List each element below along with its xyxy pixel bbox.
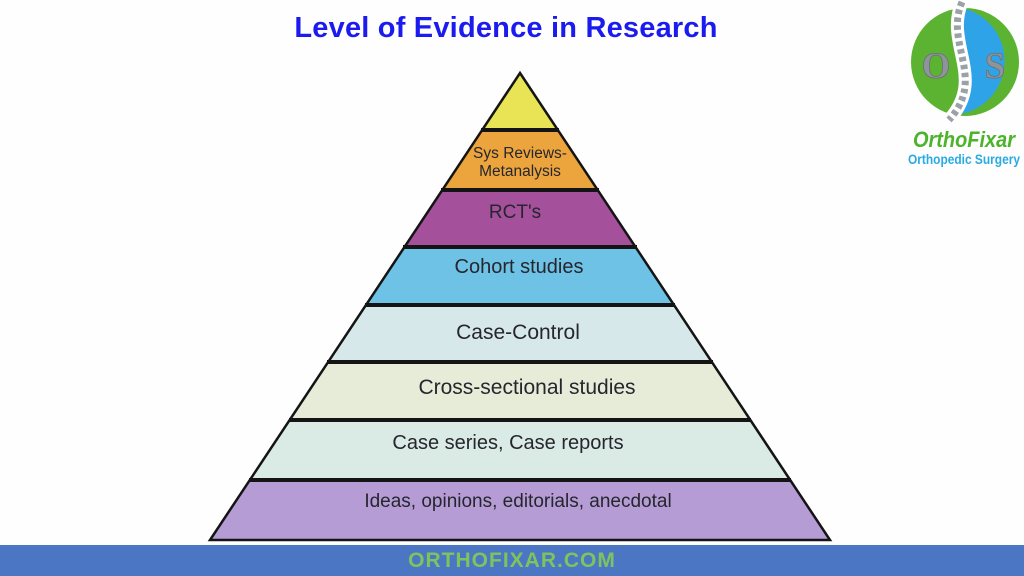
tier-7-label: Case series, Case reports — [392, 432, 623, 454]
logo-subtitle-text: Orthopedic Surgery — [908, 151, 1020, 167]
page-title: Level of Evidence in Research — [294, 12, 718, 44]
tier-3-label: RCT's — [489, 202, 541, 223]
logo-brand-text: OrthoFixar — [913, 127, 1016, 152]
tier-6-label: Cross-sectional studies — [418, 376, 635, 399]
tier-2-sys-reviews-shape — [442, 130, 598, 190]
tier-3-rcts-shape — [404, 190, 636, 247]
tier-5-label: Case-Control — [456, 321, 580, 344]
tier-4-cohort-shape — [366, 247, 674, 305]
tier-5-case-control-shape — [328, 305, 712, 362]
logo-monogram-s: S — [985, 46, 1006, 87]
tier-7-case-series-shape — [250, 420, 790, 480]
orthofixar-logo: O S OrthoFixar Orthopedic Surgery — [903, 0, 1024, 172]
tier-8-ideas-shape — [210, 480, 830, 540]
footer-bar: ORTHOFIXAR.COM — [0, 545, 1024, 576]
tier-2-label-line1: Sys Reviews- — [473, 145, 567, 162]
spine-vertebrae-icon — [946, 0, 969, 123]
tier-2-label-line2: Metanalysis — [479, 163, 561, 180]
tier-4-label: Cohort studies — [455, 256, 584, 278]
logo-monogram-o: O — [922, 46, 951, 87]
footer-site-text: ORTHOFIXAR.COM — [408, 549, 616, 572]
tier-8-label: Ideas, opinions, editorials, anecdotal — [364, 491, 671, 512]
pyramid-outline — [207, 70, 833, 542]
tier-6-cross-sectional-shape — [290, 362, 750, 420]
tier-1-peak-shape — [482, 73, 558, 130]
